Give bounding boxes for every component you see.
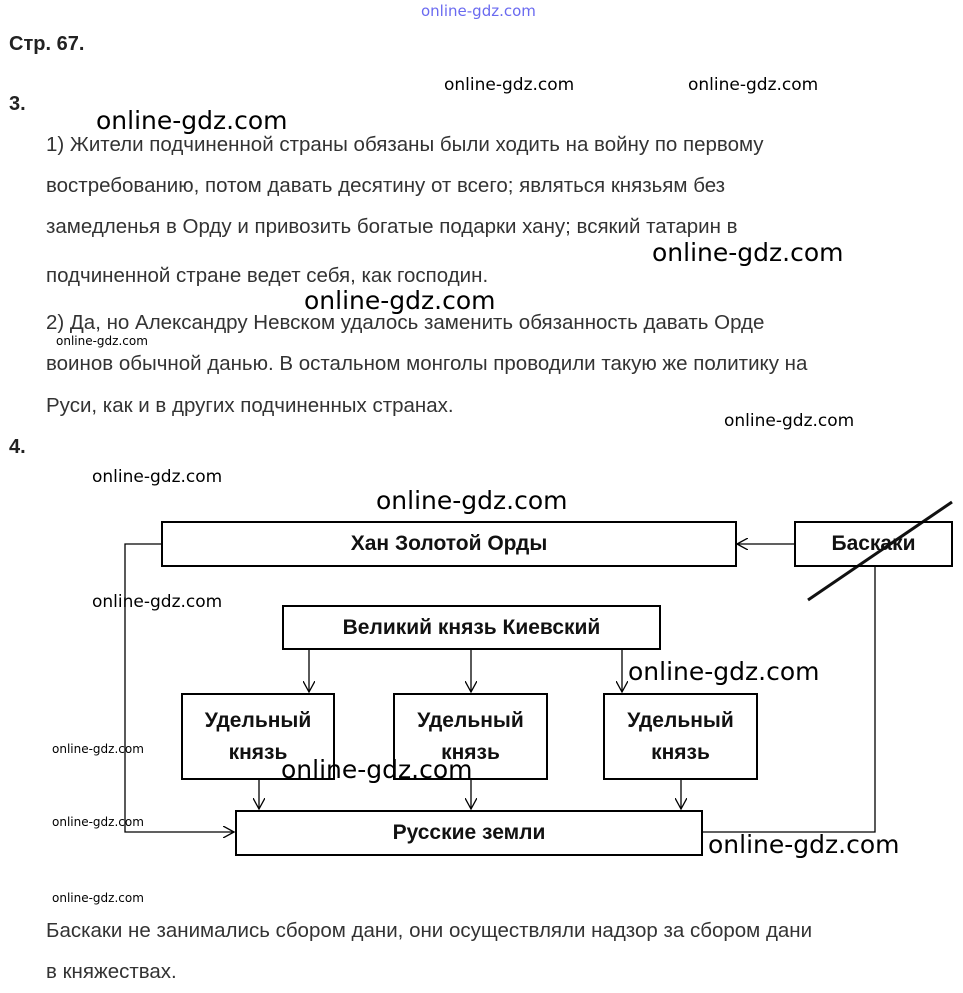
top-watermark: online-gdz.com [421, 2, 536, 20]
watermark: online-gdz.com [688, 75, 819, 95]
khan-box: Хан Золотой Орды [161, 521, 737, 567]
watermark: online-gdz.com [56, 334, 148, 348]
task-3-line: востребованию, потом давать десятину от … [46, 174, 726, 197]
watermark: online-gdz.com [92, 592, 223, 612]
watermark: online-gdz.com [444, 75, 575, 95]
watermark: online-gdz.com [724, 411, 855, 431]
task-4-note-line: Баскаки не занимались сбором дани, они о… [46, 919, 813, 942]
russian-lands-box: Русские земли [235, 810, 703, 856]
task-3-number: 3. [9, 93, 26, 115]
appanage-prince-box: Удельный князь [393, 693, 548, 780]
task-4-note-line: в княжествах. [46, 960, 177, 983]
task-4-number: 4. [9, 436, 26, 458]
grand-prince-box: Великий князь Киевский [282, 605, 661, 650]
watermark: online-gdz.com [96, 106, 288, 135]
task-3-line: 1) Жители подчиненной страны обязаны был… [46, 133, 764, 156]
strikethrough-baskaki [807, 500, 953, 602]
watermark: online-gdz.com [92, 467, 223, 487]
task-3-line: замедленья в Орду и привозить богатые по… [46, 215, 738, 238]
line-baskaki-to-lands [702, 566, 876, 833]
task-3-line: Руси, как и в других подчиненных странах… [46, 394, 454, 417]
watermark: online-gdz.com [52, 815, 144, 829]
watermark: online-gdz.com [628, 657, 820, 686]
watermark: online-gdz.com [52, 891, 144, 905]
task-3-line: 2) Да, но Александру Невском удалось зам… [46, 311, 765, 334]
watermark: online-gdz.com [652, 238, 844, 267]
task-3-line: воинов обычной данью. В остальном монгол… [46, 352, 808, 375]
appanage-prince-box: Удельный князь [181, 693, 335, 780]
page-label: Стр. 67. [9, 33, 85, 55]
baskaki-box: Баскаки [794, 521, 953, 567]
task-3-line: подчиненной стране ведет себя, как госпо… [46, 264, 489, 287]
watermark: online-gdz.com [281, 755, 473, 784]
watermark: online-gdz.com [376, 486, 568, 515]
watermark: online-gdz.com [52, 742, 144, 756]
arrow-khan-to-lands [124, 543, 234, 832]
watermark: online-gdz.com [304, 286, 496, 315]
appanage-prince-box: Удельный князь [603, 693, 758, 780]
watermark: online-gdz.com [708, 830, 900, 859]
